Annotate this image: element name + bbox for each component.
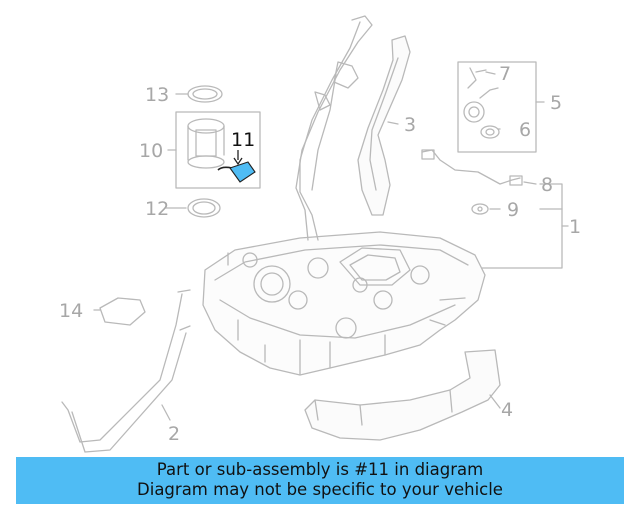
callout-5: 5 bbox=[550, 92, 562, 114]
callout-2: 2 bbox=[168, 423, 180, 445]
fuel-tank bbox=[202, 231, 486, 376]
seal-12 bbox=[187, 198, 221, 218]
callout-1: 1 bbox=[569, 216, 581, 238]
callout-6: 6 bbox=[519, 119, 531, 141]
brackets bbox=[304, 349, 501, 441]
callout-4: 4 bbox=[501, 399, 513, 421]
leader-lines bbox=[93, 71, 569, 421]
callout-9: 9 bbox=[507, 199, 519, 221]
callout-10: 10 bbox=[139, 140, 163, 162]
cap-box bbox=[457, 61, 537, 153]
heat-shield bbox=[357, 35, 411, 216]
callout-7: 7 bbox=[499, 63, 511, 85]
harness-11 bbox=[217, 150, 256, 183]
callout-11: 11 bbox=[231, 129, 255, 151]
module-14 bbox=[99, 297, 146, 326]
info-banner: Part or sub-assembly is #11 in diagram D… bbox=[16, 457, 624, 504]
callout-3: 3 bbox=[404, 114, 416, 136]
banner-line-1: Part or sub-assembly is #11 in diagram bbox=[156, 460, 484, 479]
banner-line-2: Diagram may not be specific to your vehi… bbox=[137, 480, 503, 499]
fuel-pump bbox=[187, 118, 225, 169]
callout-13: 13 bbox=[145, 84, 169, 106]
callout-8: 8 bbox=[541, 174, 553, 196]
callout-12: 12 bbox=[145, 198, 169, 220]
hose-8 bbox=[421, 149, 521, 185]
straps bbox=[61, 289, 191, 453]
washer-9 bbox=[471, 203, 489, 215]
filler-neck bbox=[295, 15, 373, 241]
callout-14: 14 bbox=[59, 300, 83, 322]
